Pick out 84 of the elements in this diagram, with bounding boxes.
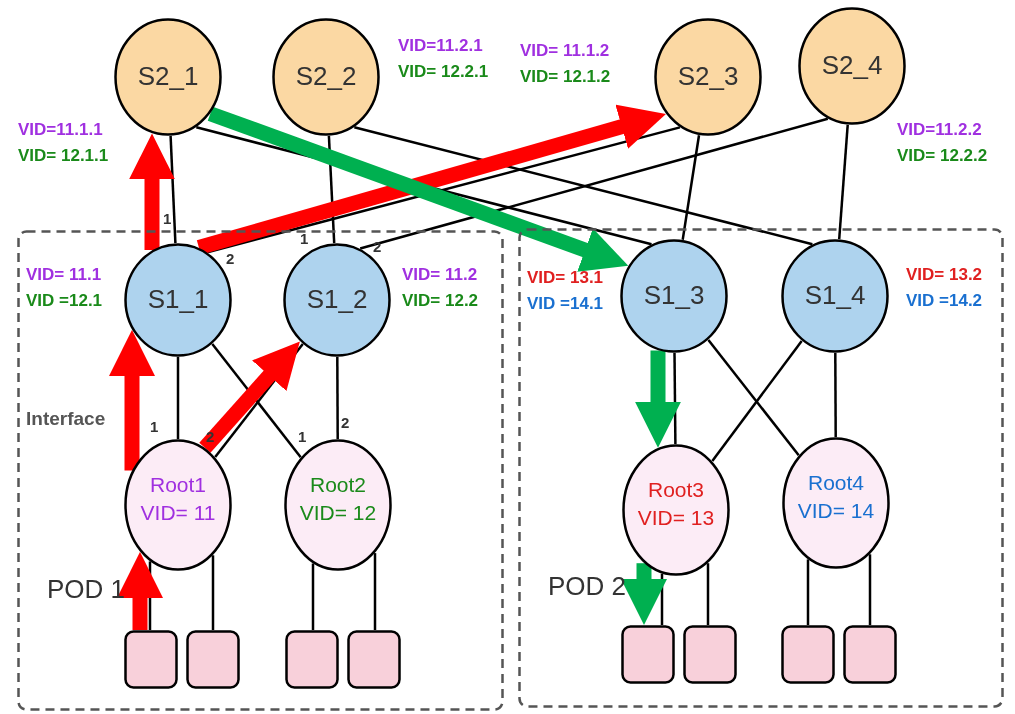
flow-arrow (199, 341, 300, 453)
vid-label: VID= 12.1.2 (520, 66, 611, 88)
vid-label: VID= 12.1.1 (18, 145, 109, 167)
link-line (176, 357, 180, 439)
root-name: Root1 (148, 471, 207, 498)
vid-value: VID= 11 (139, 500, 217, 526)
root-name: Root4 (806, 469, 865, 496)
flow-arrow (196, 104, 666, 255)
switch-name: S2_4 (820, 49, 884, 83)
server-box (843, 625, 897, 684)
link-line (834, 353, 837, 437)
server-box (621, 625, 675, 684)
flow-arrow (117, 551, 163, 630)
link-line (868, 554, 872, 625)
flow-arrow (207, 106, 629, 272)
port-number: 2 (226, 250, 235, 267)
switch-name: S1_3 (642, 279, 706, 313)
link-line (169, 135, 177, 244)
flow-arrow (621, 563, 667, 625)
link-line (660, 573, 664, 625)
root-switch-node (782, 437, 890, 569)
switch-name: S2_1 (136, 60, 200, 94)
vid-label: VID= 12.2 (402, 290, 479, 312)
switch-name: S2_2 (294, 60, 358, 94)
pod-boundary (518, 228, 1004, 708)
vid-value: VID= 13 (636, 505, 716, 531)
server-box (781, 625, 835, 684)
pod-boundary (17, 230, 504, 711)
root-switch-node (622, 444, 730, 576)
link-line (373, 553, 377, 630)
flow-arrow (109, 329, 155, 471)
link-line (673, 353, 677, 444)
root-name: Root2 (308, 471, 367, 498)
vid-label: VID=11.2.2 (897, 119, 982, 141)
vid-label: VID= 13.1 (527, 267, 604, 289)
switch-node (283, 243, 391, 357)
vid-value: VID= 12 (298, 500, 378, 526)
flow-arrow (129, 133, 175, 250)
link-line (837, 124, 849, 240)
port-number: 1 (150, 418, 159, 435)
switch-name: S1_2 (305, 283, 369, 317)
vid-label: VID= 11.1 (26, 264, 102, 286)
vid-label: VID=11.1.1 (18, 119, 103, 141)
switch-node (124, 243, 232, 357)
vid-label: VID =12.1 (26, 290, 103, 312)
pod-label: POD 1 (47, 574, 126, 605)
link-line (681, 135, 701, 240)
port-number: 2 (341, 414, 350, 431)
link-line (706, 563, 710, 625)
port-number: 2 (206, 428, 215, 445)
vid-label: VID= 12.2.1 (398, 61, 489, 83)
interface-label: Interface (26, 408, 106, 430)
switch-name: S1_1 (146, 283, 210, 317)
vid-label: VID =14.2 (906, 290, 983, 312)
vid-label: VID= 12.2.2 (897, 145, 988, 167)
flow-arrow (635, 350, 681, 448)
link-line (806, 559, 810, 625)
switch-node (781, 239, 889, 353)
vid-value: VID= 14 (796, 498, 876, 524)
switch-node (272, 18, 380, 136)
port-number: 1 (300, 230, 309, 247)
server-box (285, 630, 339, 689)
switch-node (114, 18, 222, 136)
switch-node (620, 239, 728, 353)
port-number: 1 (163, 210, 172, 227)
pod-label: POD 2 (548, 571, 627, 602)
server-box (124, 630, 178, 689)
link-line (311, 563, 315, 630)
server-box (186, 630, 240, 689)
link-line (211, 555, 215, 630)
switch-node (798, 7, 906, 125)
switch-name: S2_3 (676, 60, 740, 94)
vid-label: VID= 13.2 (906, 264, 983, 286)
switch-node (654, 18, 762, 136)
vid-label: VID=11.2.1 (398, 35, 483, 57)
server-box (347, 630, 401, 689)
vid-label: VID= 11.1.2 (520, 40, 610, 62)
vid-label: VID= 11.2 (402, 264, 478, 286)
server-box (683, 625, 737, 684)
switch-name: S1_4 (803, 279, 867, 313)
link-line (336, 357, 339, 439)
root-name: Root3 (646, 476, 705, 503)
port-number: 1 (298, 428, 307, 445)
vid-label: VID =14.1 (527, 293, 604, 315)
